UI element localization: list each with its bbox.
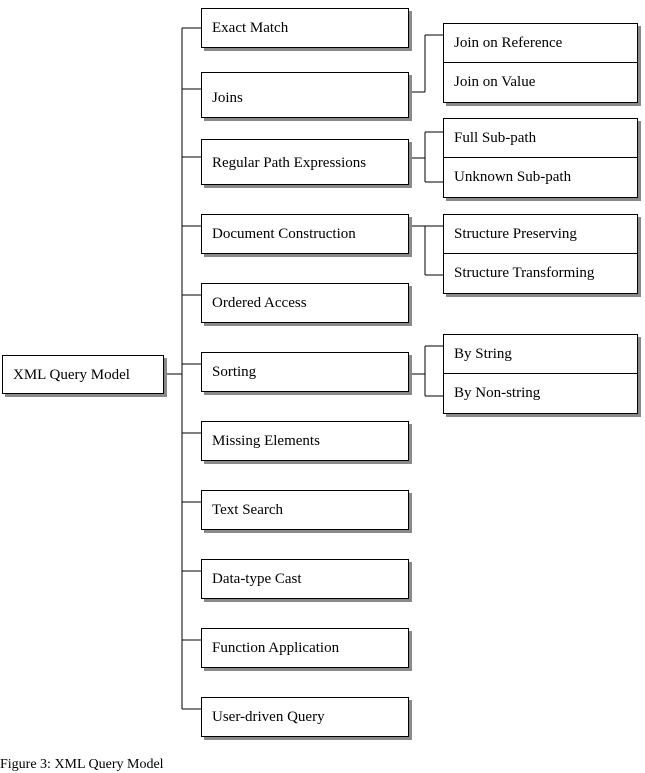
category-node-exact-match: Exact Match [201,8,409,48]
subcategory-group-document-construction: Structure Preserving Structure Transform… [443,214,638,294]
subcategory-item: By Non-string [454,385,541,401]
category-node-sorting: Sorting [201,352,409,392]
subcategory-group-regular-path-expressions: Full Sub-path Unknown Sub-path [443,118,638,198]
category-node-joins: Joins [201,72,409,118]
subcategory-item: Unknown Sub-path [454,169,572,185]
category-node-data-type-cast: Data-type Cast [201,559,409,599]
category-node-regular-path-expressions: Regular Path Expressions [201,139,409,185]
subcategory-item: Full Sub-path [444,119,637,158]
subcategory-item: Join on Value [454,74,536,90]
category-node-function-application: Function Application [201,628,409,668]
subcategory-group-sorting: By String By Non-string [443,334,638,414]
category-node-ordered-access: Ordered Access [201,283,409,323]
subcategory-group-joins: Join on Reference Join on Value [443,23,638,103]
category-node-missing-elements: Missing Elements [201,421,409,461]
subcategory-item: Structure Preserving [444,215,637,254]
subcategory-item: Structure Transforming [454,265,595,281]
subcategory-item: By String [444,335,637,374]
root-node: XML Query Model [2,355,164,394]
category-node-text-search: Text Search [201,490,409,530]
category-node-user-driven-query: User-driven Query [201,697,409,737]
figure-caption: Figure 3: XML Query Model [0,757,164,772]
category-node-document-construction: Document Construction [201,214,409,254]
subcategory-item: Join on Reference [444,24,637,63]
